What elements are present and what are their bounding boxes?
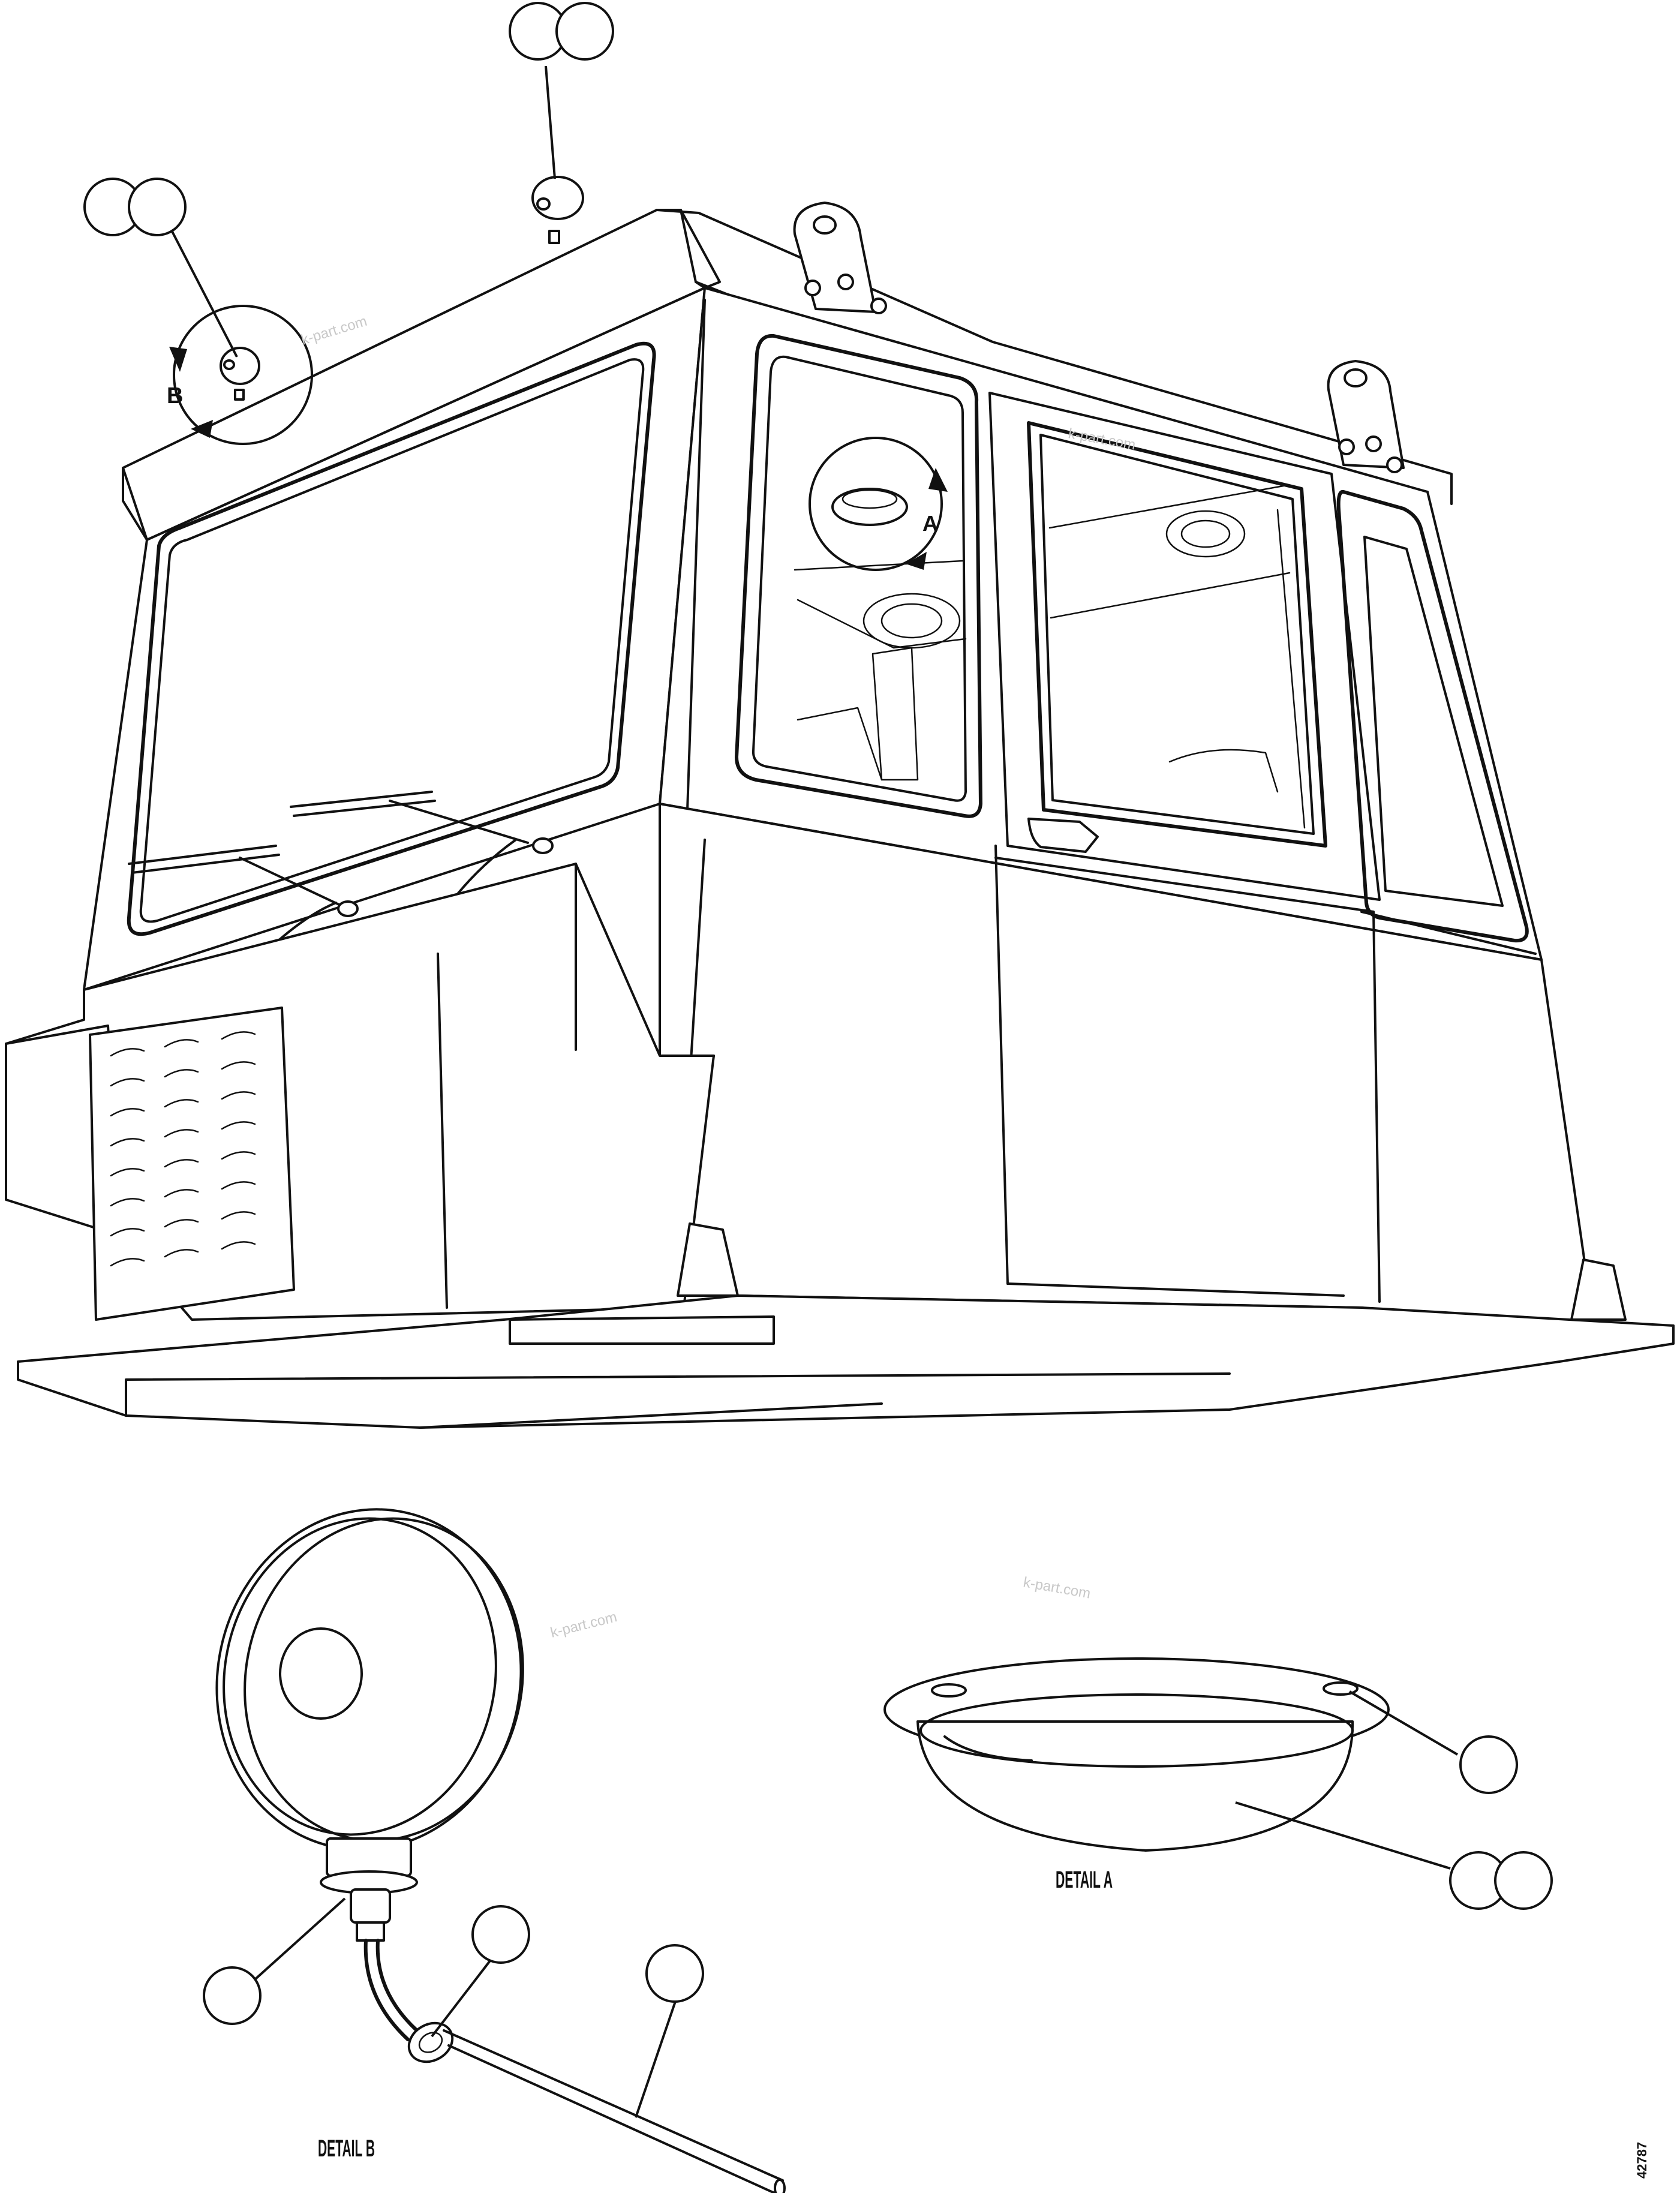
lifting-eye-front (793, 202, 887, 314)
callout-roof-lamp-2 (555, 2, 614, 61)
detail-b-label: DETAIL B (318, 2135, 375, 2162)
front-grille (89, 1007, 295, 1321)
callout-grommet (471, 1905, 530, 1964)
callout-dome-lens-2 (1494, 1851, 1553, 1910)
detail-a-label: DETAIL A (1056, 1867, 1113, 1893)
view-indicator-b (169, 305, 313, 445)
watermark: k-part.com (299, 313, 369, 349)
callout-view-b-2 (128, 178, 187, 236)
roof-lamp (531, 176, 584, 244)
detail-a-dome-light (883, 1657, 1390, 1852)
lifting-eye-rear (1327, 360, 1405, 473)
callout-balloons (83, 2, 1553, 2118)
view-label-b: B (167, 383, 183, 408)
callout-lamp-nut (203, 1966, 262, 2025)
wiper-left (128, 845, 359, 961)
watermark: k-part.com (1022, 1574, 1092, 1602)
callout-wire (645, 1944, 704, 2003)
view-indicator-a (809, 437, 948, 571)
cab-assembly (5, 176, 1675, 1429)
watermark: k-part.com (549, 1609, 619, 1641)
view-label-a: A (922, 511, 938, 536)
detail-b-work-lamp (215, 1508, 786, 2193)
drawing-number: 42787 (1634, 2142, 1649, 2179)
callout-dome-bolt (1459, 1735, 1518, 1794)
